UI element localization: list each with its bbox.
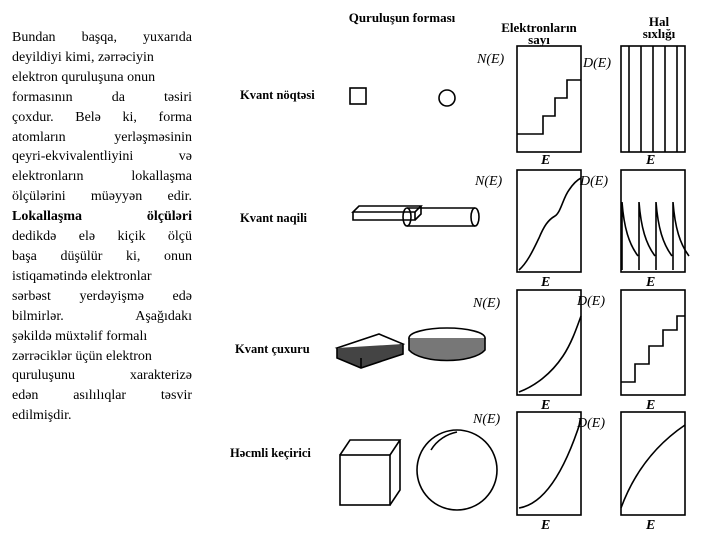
energy-axis-label: E: [541, 398, 551, 413]
energy-axis-label: E: [541, 518, 551, 533]
graph-frame: [516, 411, 582, 516]
text-line: deyildiyi kimi, zərrəciyin: [12, 49, 154, 65]
text-line: elektron quruluşuna onun: [12, 69, 156, 85]
energy-axis-label: E: [541, 153, 551, 168]
graph-frame: [516, 289, 582, 396]
row-label-bulk-conductor: Həcmli keçirici: [230, 446, 311, 460]
n-e-label: N(E): [477, 52, 505, 67]
sphere-dot-shape: [438, 89, 456, 107]
energy-axis-label: E: [541, 275, 551, 290]
text-line: Lokallaşma ölçüləri: [12, 207, 192, 227]
graph-frame: [516, 169, 582, 273]
saw-tooth-curve: [621, 201, 690, 270]
row-label-quantum-well: Kvant çuxuru: [235, 342, 310, 356]
text-line: şəkildə müxtəlif formalı: [12, 328, 148, 344]
text-line: edilmişdir.: [12, 408, 72, 424]
d-e-label: D(E): [580, 174, 608, 189]
figure-drawing: [334, 45, 690, 516]
cube-shape: [339, 454, 391, 506]
staircase-curve: [621, 315, 685, 383]
graph-frame: [620, 411, 686, 516]
row-label-quantum-wire: Kvant naqili: [240, 211, 308, 225]
graph-frame: [620, 289, 686, 396]
staircase-curve: [517, 79, 581, 135]
parabola-curve: [518, 315, 582, 393]
d-e-label: D(E): [583, 56, 611, 71]
energy-axis-label: E: [646, 153, 656, 168]
energy-axis-label: E: [646, 275, 656, 290]
cylinder-end: [470, 207, 480, 227]
sphere-shape: [416, 429, 498, 511]
graph-frame: [620, 169, 686, 273]
column-header-form: Quruluşun forması: [348, 10, 456, 25]
graph-frame: [516, 45, 582, 153]
plate-side: [336, 344, 404, 369]
term-bold: Lokallaşma: [12, 209, 83, 225]
cylinder-end: [402, 207, 412, 227]
text-line: istiqamətində elektronlar: [12, 268, 152, 284]
n-e-label: N(E): [475, 174, 503, 189]
term-bold: ölçüləri: [146, 209, 192, 225]
text-line: bilmirlər.Aşağıdakı: [12, 308, 192, 324]
parabola-curve: [518, 419, 582, 509]
text-line: zərrəciklər üçün elektron: [12, 348, 152, 364]
row-label-quantum-dot: Kvant nöqtəsi: [240, 88, 315, 102]
cube-dot-shape: [349, 87, 367, 105]
sqrt-curve: [620, 424, 686, 509]
step-curve: [518, 177, 582, 271]
energy-axis-label: E: [646, 518, 656, 533]
n-e-label: N(E): [473, 296, 501, 311]
energy-axis-label: E: [646, 398, 656, 413]
cylinder-body: [407, 207, 475, 227]
d-e-label: D(E): [577, 416, 605, 431]
sphere-highlight: [430, 431, 458, 451]
d-e-label: D(E): [577, 294, 605, 309]
disk-side: [408, 338, 486, 362]
n-e-label: N(E): [473, 412, 501, 427]
cube-edges: [339, 439, 402, 506]
